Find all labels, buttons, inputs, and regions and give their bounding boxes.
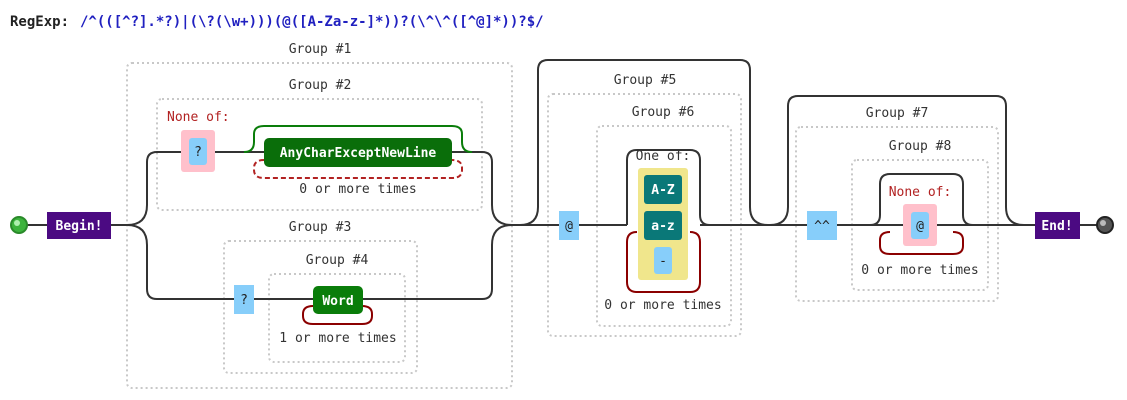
class-repeat-loop (626, 231, 701, 293)
group-3-label: Group #3 (289, 220, 352, 235)
group-2-label: Group #2 (289, 78, 352, 93)
char-dash (654, 247, 672, 274)
word-repeat-loop (302, 305, 373, 325)
group-5-box (547, 93, 742, 337)
range-upper-label: A-Z (651, 183, 675, 198)
wire-alt-upper-left (126, 151, 181, 226)
group-1-label: Group #1 (289, 42, 352, 57)
g8-repeat-loop (879, 231, 964, 255)
char-at (559, 211, 579, 240)
word-box (313, 286, 363, 314)
wire-class-top (626, 149, 711, 226)
char-question-negated-text: ? (194, 145, 202, 160)
group-7-box (795, 126, 999, 302)
char-question-literal (234, 285, 254, 314)
one-of-label: One of: (636, 149, 691, 164)
anychar-repeat-loop (253, 159, 463, 179)
word-label: Word (322, 294, 353, 309)
g8-quantifier: 0 or more times (861, 263, 978, 278)
group-6-label: Group #6 (632, 105, 695, 120)
char-at-negated-text: @ (916, 219, 924, 234)
regexp-source: /^(([^?].*?)|(\?(\w+)))(@([A-Za-z-]*))?(… (80, 14, 544, 30)
range-upper-box (644, 175, 682, 204)
end-box (1035, 212, 1080, 239)
regexp-label: RegExp: (10, 14, 69, 30)
group-4-label: Group #4 (306, 253, 369, 268)
none-of-label-2: None of: (889, 185, 952, 200)
wire-g2-right (452, 151, 513, 226)
begin-label: Begin! (56, 219, 103, 234)
wire-g8-skip (869, 173, 974, 226)
group-3-box (223, 240, 418, 374)
group-7-label: Group #7 (866, 106, 929, 121)
anychar-skip-loop (243, 125, 473, 153)
char-at-text: @ (565, 219, 573, 234)
char-question-literal-text: ? (240, 293, 248, 308)
char-caret-caret (807, 211, 837, 240)
group-4-box (268, 273, 406, 363)
anychar-quantifier: 0 or more times (299, 182, 416, 197)
begin-box (47, 212, 111, 239)
wire-g7-bypass (769, 95, 1025, 226)
range-lower-box (644, 211, 682, 240)
range-lower-label: a-z (651, 219, 674, 234)
group-5-label: Group #5 (614, 73, 677, 88)
word-quantifier: 1 or more times (279, 331, 396, 346)
anychar-box (264, 138, 452, 167)
char-at-negated (911, 212, 929, 239)
wire-g5-bypass (519, 59, 769, 226)
char-question-negated (189, 138, 207, 165)
char-caret-caret-text: ^^ (814, 219, 830, 234)
class-quantifier: 0 or more times (604, 298, 721, 313)
char-dash-text: - (659, 254, 667, 269)
anychar-label: AnyCharExceptNewLine (280, 146, 437, 161)
wire-g3-right (363, 224, 513, 300)
end-label: End! (1041, 219, 1072, 234)
wire-alt-lower-left (126, 224, 234, 300)
group-8-label: Group #8 (889, 139, 952, 154)
none-of-label-1: None of: (167, 110, 230, 125)
